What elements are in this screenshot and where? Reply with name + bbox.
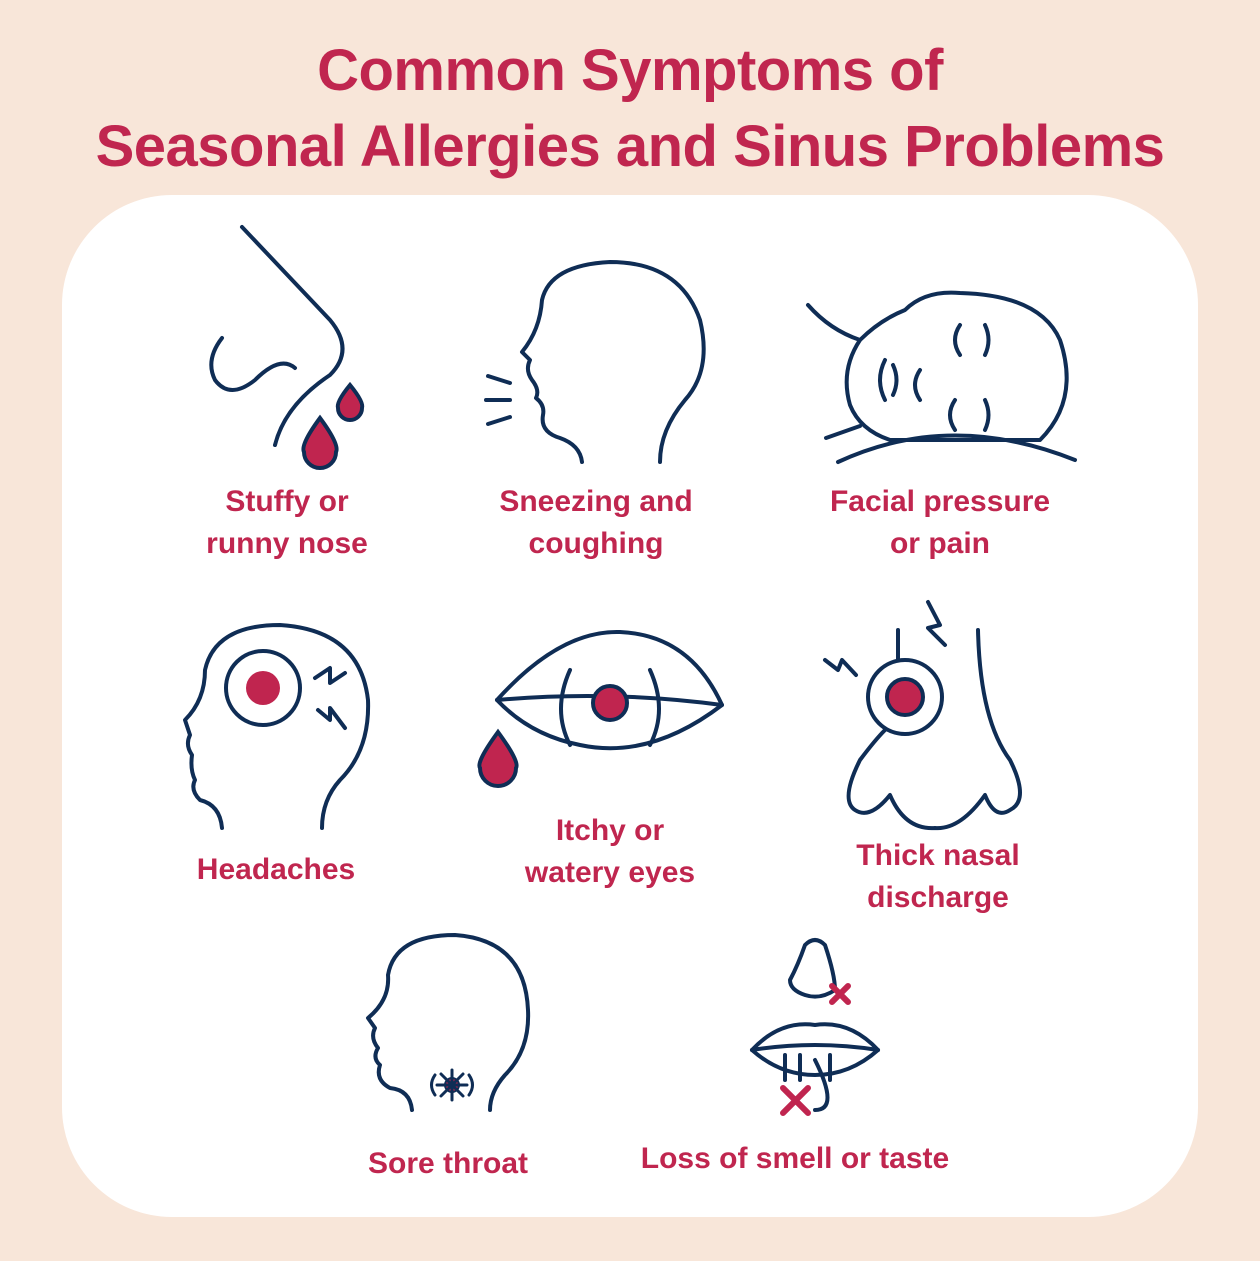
label-line: Sneezing and [499,485,693,518]
symptom-label-sore-throat: Sore throat [368,1143,528,1185]
sneezing-head-icon [484,260,706,464]
watery-eye-icon [477,629,724,788]
label-line: watery eyes [524,856,696,889]
label-line: coughing [528,527,664,560]
label-line: Loss of smell or taste [640,1142,950,1175]
label-line: Facial pressure [829,485,1051,518]
label-line: discharge [867,881,1009,914]
smell-taste-loss-icon [750,938,880,1116]
runny-nose-icon [209,225,365,470]
nasal-discharge-icon [823,600,1022,831]
label-line: Thick nasal [856,839,1020,872]
symptom-label-watery-eyes: Itchy or watery eyes [525,810,695,894]
symptom-label-headaches: Headaches [197,849,355,891]
page-title-line-2: Seasonal Allergies and Sinus Problems [95,114,1165,179]
sore-throat-icon [366,933,531,1112]
label-line: or pain [889,527,990,560]
label-line: Sore throat [367,1147,529,1180]
symptoms-card [62,195,1198,1217]
symptom-label-runny-nose: Stuffy or runny nose [206,481,368,565]
label-line: Stuffy or [225,485,349,518]
headache-icon [183,623,371,830]
symptom-label-facial-pressure: Facial pressure or pain [830,481,1050,565]
label-line: Headaches [196,853,356,886]
label-line: Itchy or [555,814,665,847]
label-line: runny nose [206,527,368,560]
facial-pressure-icon [806,290,1077,464]
symptom-label-smell-taste: Loss of smell or taste [641,1138,949,1180]
symptom-label-sneezing: Sneezing and coughing [499,481,692,565]
symptom-label-nasal-discharge: Thick nasal discharge [856,835,1019,919]
page-title-line-1: Common Symptoms of [317,38,943,103]
